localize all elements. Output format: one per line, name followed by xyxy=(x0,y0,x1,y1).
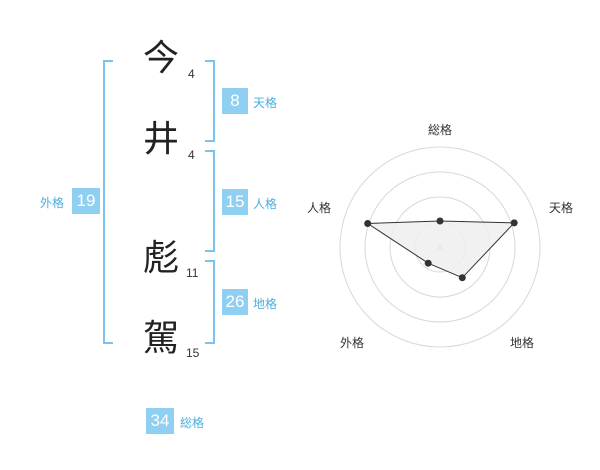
radar-label-soukaku: 総格 xyxy=(428,123,453,137)
tenkaku-value: 8 xyxy=(222,88,248,114)
stroke-count-3: 11 xyxy=(186,266,199,280)
stroke-count-2: 4 xyxy=(188,148,195,162)
gaikaku-label: 外格 xyxy=(40,196,65,210)
jinkaku-value: 15 xyxy=(222,189,248,215)
radar-label-jinkaku: 人格 xyxy=(307,201,332,215)
soukaku-value: 34 xyxy=(146,408,174,434)
stroke-count-1: 4 xyxy=(188,67,195,81)
radar-point-4 xyxy=(424,259,432,267)
radar-label-chikaku: 地格 xyxy=(510,336,535,350)
radar-label-gaikaku: 外格 xyxy=(340,336,365,350)
radar-ring-4 xyxy=(339,146,541,348)
jinkaku-bracket xyxy=(205,150,215,252)
name-char-2: 井 xyxy=(142,119,179,160)
tenkaku-label: 天格 xyxy=(253,96,278,110)
radar-point-1 xyxy=(436,217,444,225)
name-char-3: 彪 xyxy=(142,238,179,279)
radar-point-2 xyxy=(510,219,518,227)
radar-point-3 xyxy=(458,274,466,282)
name-char-4: 駕 xyxy=(142,318,179,359)
chikaku-value: 26 xyxy=(222,289,248,315)
stroke-count-4: 15 xyxy=(186,346,200,360)
chikaku-bracket xyxy=(205,260,215,344)
radar-series-polygon xyxy=(366,220,516,279)
soukaku-label: 総格 xyxy=(180,416,205,430)
jinkaku-label: 人格 xyxy=(253,197,278,211)
tenkaku-bracket xyxy=(205,60,215,142)
gaikaku-bracket xyxy=(103,60,113,344)
radar-point-5 xyxy=(364,220,372,227)
chikaku-label: 地格 xyxy=(253,297,278,311)
radar-label-tenkaku: 天格 xyxy=(549,201,574,215)
radar-ring-3 xyxy=(364,171,516,323)
gaikaku-value: 19 xyxy=(72,188,100,214)
name-char-1: 今 xyxy=(142,38,179,79)
